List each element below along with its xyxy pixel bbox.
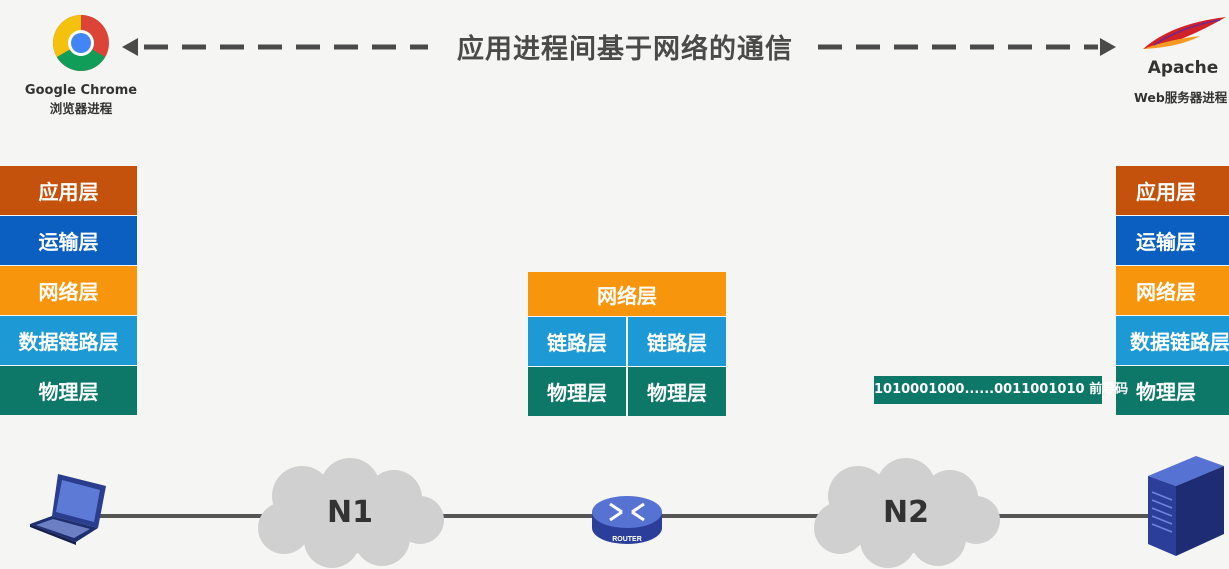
router-label: ROUTER [612,536,642,543]
arrow-right-head [1100,38,1116,56]
apache-feather-icon [1143,17,1226,49]
arrow-left-head [122,38,138,56]
router-physical-layer-left: 物理层 [528,367,626,416]
laptop-icon [30,474,106,545]
client-application-layer: 应用层 [0,166,137,215]
router-physical-layer-right: 物理层 [628,367,726,416]
server-network-layer: 网络层 [1116,266,1229,315]
bitstream-preamble: 1010001000......0011001010 前导码 [874,376,1128,404]
server-transport-layer: 运输层 [1116,216,1229,265]
chrome-icon [53,15,109,71]
client-network-layer: 网络层 [0,266,137,315]
cloud-n1-icon [258,458,444,568]
router-link-layer-right: 链路层 [628,317,726,366]
router-network-layer: 网络层 [528,272,726,316]
cloud-n2-icon [814,458,1000,568]
server-physical-layer: 物理层 [1116,366,1229,415]
server-desc: Web服务器进程 [1134,90,1228,105]
server-application-layer: 应用层 [1116,166,1229,215]
client-desc: 浏览器进程 [49,101,113,116]
router-icon: ROUTER [592,496,662,544]
server-datalink-layer: 数据链路层 [1116,316,1229,365]
client-datalink-layer: 数据链路层 [0,316,137,365]
server-name: Apache [1147,58,1219,78]
router-link-layer-left: 链路层 [528,317,626,366]
client-physical-layer: 物理层 [0,366,137,415]
client-transport-layer: 运输层 [0,216,137,265]
page-title: 应用进程间基于网络的通信 [457,34,793,65]
client-name: Google Chrome [24,83,138,98]
cloud-n1-label: N1 [327,495,373,530]
server-icon [1148,456,1224,556]
cloud-n2-label: N2 [883,495,929,530]
